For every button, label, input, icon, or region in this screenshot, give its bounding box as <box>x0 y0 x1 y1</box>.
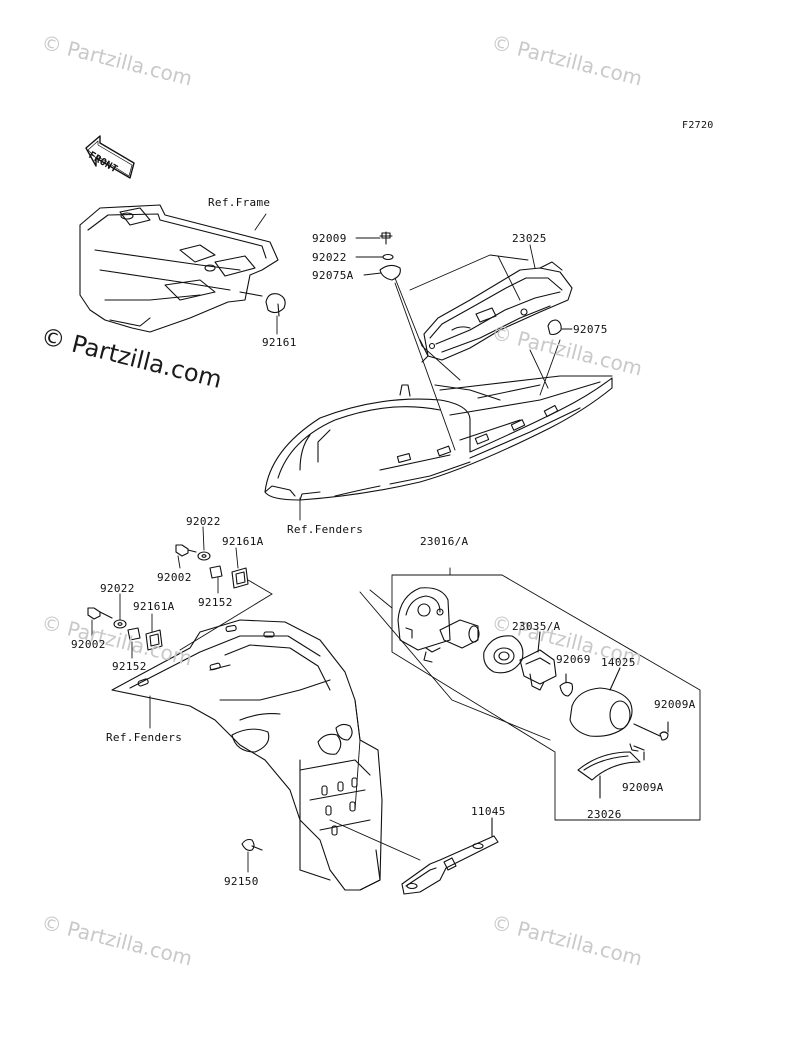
part-23025-cover <box>419 261 573 363</box>
part-label-92069: 92069 <box>556 653 591 666</box>
part-label-92161A-a: 92161A <box>222 535 264 548</box>
part-label-92150: 92150 <box>224 875 259 888</box>
part-11045-bracket <box>401 817 499 895</box>
part-label-23025: 23025 <box>512 232 547 245</box>
fender-fasteners <box>87 544 263 851</box>
part-label-14025: 14025 <box>601 656 636 669</box>
part-label-23035A: 23035/A <box>512 620 561 633</box>
part-92161-grommet <box>265 293 286 314</box>
leader-lines-top <box>254 213 573 521</box>
part-label-92009: 92009 <box>312 232 347 245</box>
diagram-code: F2720 <box>682 120 714 131</box>
part-label-92161: 92161 <box>262 336 297 349</box>
top-fasteners <box>379 231 562 336</box>
part-label-23026: 23026 <box>587 808 622 821</box>
part-label-92002-b: 92002 <box>71 638 106 651</box>
part-23016A-group <box>391 567 701 821</box>
part-label-92075A: 92075A <box>312 269 354 282</box>
part-label-92009A-b: 92009A <box>622 781 664 794</box>
part-label-92002-a: 92002 <box>157 571 192 584</box>
part-label-23016A: 23016/A <box>420 535 469 548</box>
ref-fenders-label-top: Ref.Fenders <box>287 523 364 536</box>
rear-fender <box>111 619 383 891</box>
part-label-92075: 92075 <box>573 323 608 336</box>
frame-assembly <box>79 204 286 333</box>
part-label-11045: 11045 <box>471 805 506 818</box>
leader-lines-left <box>91 526 421 873</box>
front-arrow-icon <box>85 135 135 179</box>
seat-cowl-assembly <box>264 375 613 501</box>
part-label-92022-b: 92022 <box>100 582 135 595</box>
ref-frame-label: Ref.Frame <box>208 196 271 209</box>
part-label-92022: 92022 <box>312 251 347 264</box>
part-label-92152-a: 92152 <box>198 596 233 609</box>
leader-lines-right <box>359 589 551 741</box>
ref-fenders-label-bottom: Ref.Fenders <box>106 731 183 744</box>
part-label-92009A-a: 92009A <box>654 698 696 711</box>
part-label-92161A-b: 92161A <box>133 600 175 613</box>
part-label-92022-a: 92022 <box>186 515 221 528</box>
part-label-92152-b: 92152 <box>112 660 147 673</box>
